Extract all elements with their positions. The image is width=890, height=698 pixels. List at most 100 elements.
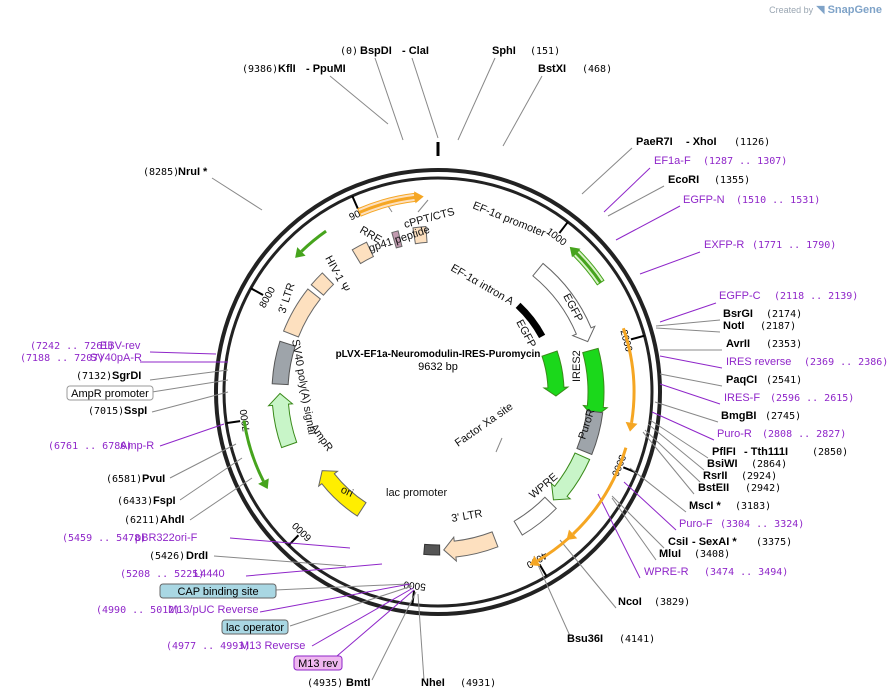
enzyme-ncoi[interactable]: NcoI (618, 596, 642, 608)
enzyme-bmgbi[interactable]: BmgBI (721, 410, 756, 422)
enzyme-bmti[interactable]: BmtI (346, 677, 370, 689)
enzyme-paqci[interactable]: PaqCI (726, 374, 757, 386)
enzyme-mlui[interactable]: MluI (659, 548, 681, 560)
enzyme-kfli[interactable]: KflI (278, 63, 296, 75)
enzyme-bsu36i[interactable]: Bsu36I (567, 633, 603, 645)
primer-pbr322ori-f[interactable]: pBR322ori-F (135, 532, 198, 544)
feat-factor-xa: Factor Xa site (453, 401, 515, 450)
feat-wpre-arrow (513, 496, 558, 536)
leader-egfp-n (615, 205, 681, 241)
lac-operator-label: lac operator (226, 622, 284, 634)
enzyme-bstxi-pos: (468) (582, 64, 612, 75)
enzyme-avrii-pos: (2353) (766, 339, 802, 350)
primer-puro-r[interactable]: Puro-R (717, 428, 752, 440)
cap-site-label: CAP binding site (177, 586, 258, 598)
plasmid-length: 9632 bp (418, 361, 458, 373)
enzyme-bstxi[interactable]: BstXI (538, 63, 566, 75)
primer-ires-reverse[interactable]: IRES reverse (726, 356, 791, 368)
tick-6000 (287, 534, 300, 546)
enzyme-sphi[interactable]: SphI (492, 45, 516, 57)
leader-drdi (213, 555, 347, 567)
primer-amp-r[interactable]: Amp-R (120, 440, 154, 452)
leader-sgrdi (149, 369, 229, 381)
primer-wpre-r[interactable]: WPRE-R (644, 566, 689, 578)
enzyme-ecori-pos: (1355) (714, 175, 750, 186)
enzyme-pvui[interactable]: PvuI (142, 473, 165, 485)
enzyme-sgrdi[interactable]: SgrDI (112, 370, 141, 382)
enzyme-msci[interactable]: MscI * (689, 500, 722, 512)
enzyme-bsiwi-pos: (2864) (751, 459, 787, 470)
leader-pflfi (649, 419, 709, 459)
primer-m13-puc-rev[interactable]: M13/pUC Reverse (168, 604, 258, 616)
m13-rev-box[interactable] (293, 655, 343, 671)
primer-puro-r-pos: (2808 .. 2827) (762, 429, 846, 440)
primer-egfp-n[interactable]: EGFP-N (683, 194, 725, 206)
enzyme-sspi[interactable]: SspI (124, 405, 147, 417)
enzyme-noti[interactable]: NotI (723, 320, 744, 332)
enzyme-bspdi[interactable]: BspDI (360, 45, 392, 57)
enzyme-bsteii[interactable]: BstEII (698, 482, 729, 494)
enzyme-ahdi[interactable]: AhdI (160, 514, 184, 526)
primer-puro-f-pos: (3304 .. 3324) (720, 519, 804, 530)
enzyme-clai[interactable]: - ClaI (402, 45, 429, 57)
enzyme-ecori[interactable]: EcoRI (668, 174, 699, 186)
feat-ori-arrow (317, 470, 367, 517)
enzyme-mlui-pos: (3408) (694, 549, 730, 560)
ampr-promoter-label: AmpR promoter (71, 388, 149, 400)
tick-4000 (538, 563, 548, 577)
enzyme-drdi-pos: (5426) (149, 551, 185, 562)
leader-clai (411, 57, 439, 139)
primer-egfp-c[interactable]: EGFP-C (719, 290, 761, 302)
primer-ires-reverse-pos: (2369 .. 2386) (804, 357, 888, 368)
tick-9000 (351, 195, 359, 210)
primer-ef1a-f[interactable]: EF1a-F (654, 155, 691, 167)
enzyme-fspi[interactable]: FspI (153, 495, 176, 507)
leader-m13-rev (329, 589, 415, 663)
feat-orange-lower (572, 447, 628, 536)
enzyme-csii[interactable]: CsiI (668, 536, 688, 548)
enzyme-xhoi[interactable]: - XhoI (686, 136, 717, 148)
primer-ebv-rev[interactable]: EBV-rev (100, 340, 141, 352)
cap-site-box[interactable] (159, 583, 277, 599)
primer-exfp-r[interactable]: EXFP-R (704, 239, 744, 251)
enzyme-nhei[interactable]: NheI (421, 677, 445, 689)
primer-m13-reverse[interactable]: M13 Reverse (240, 640, 305, 652)
leader-csii (611, 495, 665, 549)
enzyme-drdi[interactable]: DrdI (186, 550, 208, 562)
primer-sv40pa-r[interactable]: SV40pA-R (90, 352, 142, 364)
feat-orange-right-head (625, 421, 638, 432)
feat-egfp-inner-arrow (541, 350, 570, 397)
leader-kfli (329, 75, 389, 125)
enzyme-tth111i[interactable]: - Tth111I (744, 446, 788, 458)
leader-paqci (659, 373, 723, 387)
feat-green-top-arrow (575, 251, 602, 284)
leader-bsrgi (655, 319, 721, 327)
enzyme-bsrgi[interactable]: BsrGI (723, 308, 753, 320)
primer-ires-f[interactable]: IRES-F (724, 392, 760, 404)
feat-sv40: SV40 poly(A) signal (289, 338, 318, 435)
enzyme-ppumi[interactable]: - PpuMI (306, 63, 346, 75)
enzyme-avrii[interactable]: AvrII (726, 338, 750, 350)
ampr-promoter-box[interactable] (66, 385, 154, 401)
enzyme-paqci-pos: (2541) (766, 375, 802, 386)
leader-bstxi (502, 75, 543, 147)
backbone-inner (222, 176, 654, 608)
leader-ebv-rev (149, 351, 217, 355)
enzyme-sexai[interactable]: - SexAI * (692, 536, 737, 548)
primer-l4440[interactable]: L4440 (194, 568, 225, 580)
lac-operator-box[interactable] (221, 619, 289, 635)
leader-ecori (607, 185, 665, 217)
primer-puro-f[interactable]: Puro-F (679, 518, 713, 530)
enzyme-paer7i[interactable]: PaeR7I (636, 136, 673, 148)
enzyme-pvui-pos: (6581) (106, 474, 142, 485)
enzyme-bsiwi[interactable]: BsiWI (707, 458, 738, 470)
primer-m13-reverse-pos: (4977 .. 4993) (166, 641, 250, 652)
enzyme-rsrii[interactable]: RsrII (703, 470, 727, 482)
primer-egfp-n-pos: (1510 .. 1531) (736, 195, 820, 206)
feat-cppt-box (412, 225, 428, 245)
enzyme-pflfi[interactable]: PflFI (712, 446, 736, 458)
enzyme-fspi-pos: (6433) (117, 496, 153, 507)
feat-lac-promoter: lac promoter (386, 487, 447, 499)
feat-ef1a-intron-arc (515, 302, 546, 339)
enzyme-nrui[interactable]: NruI * (178, 166, 208, 178)
